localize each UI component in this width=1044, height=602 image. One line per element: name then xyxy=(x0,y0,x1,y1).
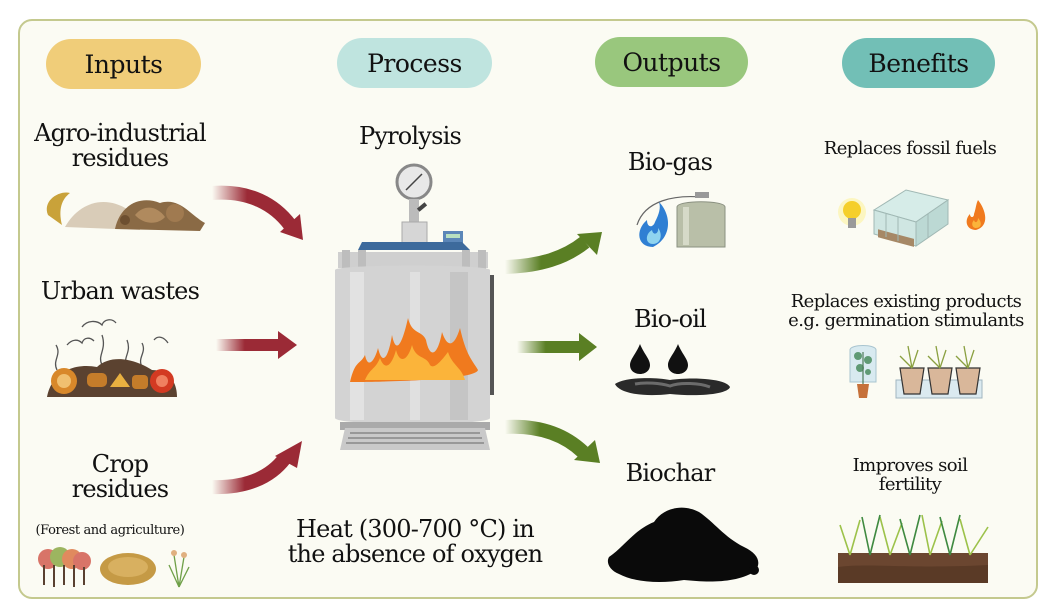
arrow-process-to-biochar xyxy=(504,419,600,463)
benefit-products-label: Replaces existing products e.g. germinat… xyxy=(770,291,1042,331)
input-crop-note: (Forest and agriculture) xyxy=(35,523,185,538)
seedling-pots-icon xyxy=(849,345,983,399)
input-crop-label: Crop residues xyxy=(20,450,220,504)
covered-plant-icon xyxy=(849,345,877,398)
benefit-soil-label: Improves soil fertility xyxy=(800,455,1020,495)
process-condition: Heat (300-700 °C) in the absence of oxyg… xyxy=(260,515,570,569)
lightbulb-icon xyxy=(838,198,866,228)
process-title: Pyrolysis xyxy=(359,122,462,150)
inputs-header: Inputs xyxy=(46,39,201,89)
oil-drops-icon xyxy=(615,344,730,396)
benefit-soil-line2: fertility xyxy=(878,473,942,495)
benefits-header-label: Benefits xyxy=(868,48,969,78)
input-urban-label: Urban wastes xyxy=(20,277,220,305)
crop-residues-icon xyxy=(38,547,190,588)
input-agro-line1: Agro-industrial xyxy=(34,119,207,147)
input-agro-label: Agro-industrial residues xyxy=(20,119,220,173)
output-biogas-label: Bio-gas xyxy=(627,148,713,176)
inputs-header-label: Inputs xyxy=(84,49,163,79)
input-crop-line2: residues xyxy=(71,475,169,504)
urban-waste-icon xyxy=(47,319,177,397)
agro-residues-icon xyxy=(46,192,205,231)
process-condition-line2: the absence of oxygen xyxy=(287,540,543,569)
biochar-pile-icon xyxy=(607,507,759,582)
greenhouse-icon xyxy=(872,189,950,247)
pots-tray-icon xyxy=(895,345,983,399)
gas-cylinder-flame-icon xyxy=(636,192,726,248)
input-urban-line1: Urban wastes xyxy=(40,277,200,305)
flame-icon xyxy=(350,318,478,382)
greenhouse-energy-icon xyxy=(838,189,986,247)
arrow-crop-to-process xyxy=(211,441,302,495)
outputs-header: Outputs xyxy=(595,37,748,87)
process-header-label: Process xyxy=(367,48,462,78)
benefit-products-line1: Replaces existing products xyxy=(790,291,1022,312)
outputs-header-label: Outputs xyxy=(622,47,721,77)
arrow-urban-to-process xyxy=(216,331,297,359)
input-agro-line2: residues xyxy=(71,144,169,173)
arrow-process-to-biooil xyxy=(517,333,597,361)
benefit-products-line2: e.g. germination stimulants xyxy=(788,309,1024,331)
process-header: Process xyxy=(337,38,492,88)
pyrolysis-reactor-icon xyxy=(335,163,494,450)
arrow-agro-to-process xyxy=(211,185,303,240)
benefit-soil-line1: Improves soil xyxy=(852,455,968,476)
output-biochar-label: Biochar xyxy=(625,459,716,487)
arrow-process-to-biogas xyxy=(504,232,602,274)
output-biooil-label: Bio-oil xyxy=(633,305,707,333)
flame-icon xyxy=(966,200,986,230)
input-crop-line1: Crop xyxy=(91,450,149,478)
benefit-fossil-label: Replaces fossil fuels xyxy=(823,138,997,159)
soil-grass-icon xyxy=(838,514,989,583)
process-condition-line1: Heat (300-700 °C) in xyxy=(296,515,535,543)
benefits-header: Benefits xyxy=(842,38,995,88)
diagram-panel xyxy=(18,19,1038,599)
